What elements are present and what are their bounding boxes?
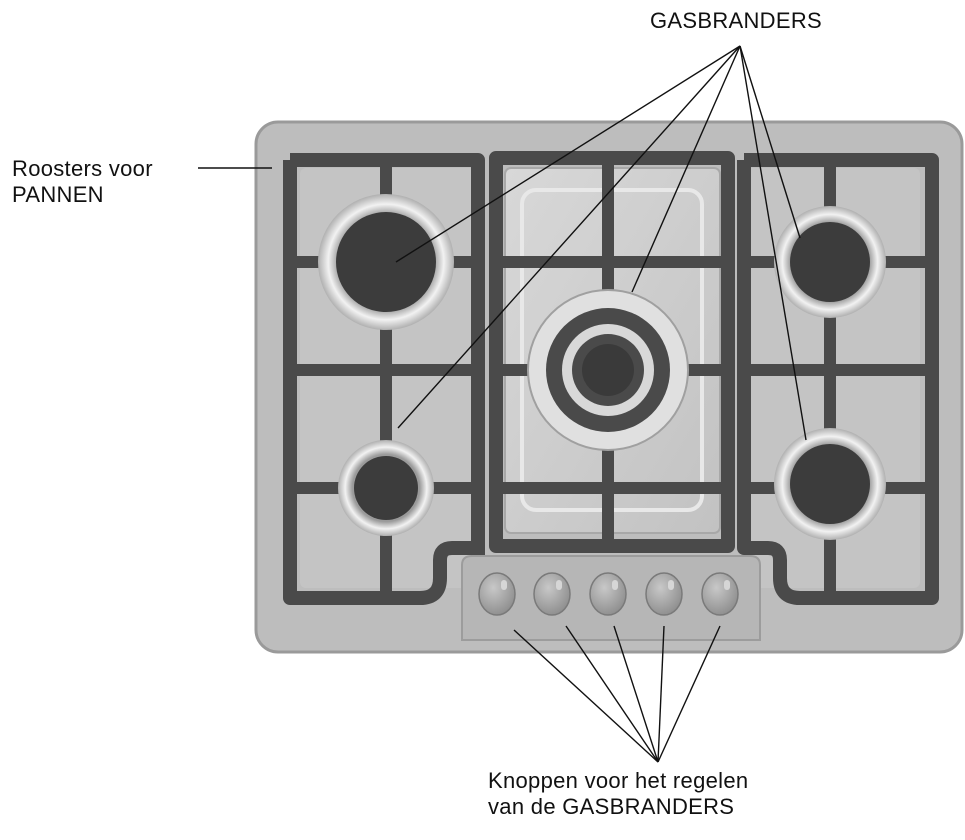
leader-lines-burners <box>395 45 807 441</box>
knobs-label-line2: van de GASBRANDERS <box>488 794 735 819</box>
burners-label-text: GASBRANDERS <box>650 8 823 33</box>
control-knobs <box>478 572 739 616</box>
burners-label: GASBRANDERS <box>650 8 822 34</box>
burner-medium-right-bottom <box>774 428 886 540</box>
grates-label-line2: PANNEN <box>12 182 104 207</box>
control-knob-1[interactable] <box>478 572 516 616</box>
knobs-label: Knoppen voor het regelen van de GASBRAND… <box>488 768 748 820</box>
control-knob-2[interactable] <box>533 572 571 616</box>
knobs-label-line1: Knoppen voor het regelen <box>488 768 749 793</box>
burner-large-left <box>318 194 454 330</box>
control-knob-5[interactable] <box>701 572 739 616</box>
grates-label-line1: Roosters voor <box>12 156 153 181</box>
burner-wok-center <box>527 289 689 451</box>
burner-small-left <box>338 440 434 536</box>
control-knob-4[interactable] <box>645 572 683 616</box>
burner-medium-right-top <box>774 206 886 318</box>
grates-label: Roosters voor PANNEN <box>12 156 153 208</box>
control-knob-3[interactable] <box>589 572 627 616</box>
leader-lines-knobs <box>513 625 721 763</box>
